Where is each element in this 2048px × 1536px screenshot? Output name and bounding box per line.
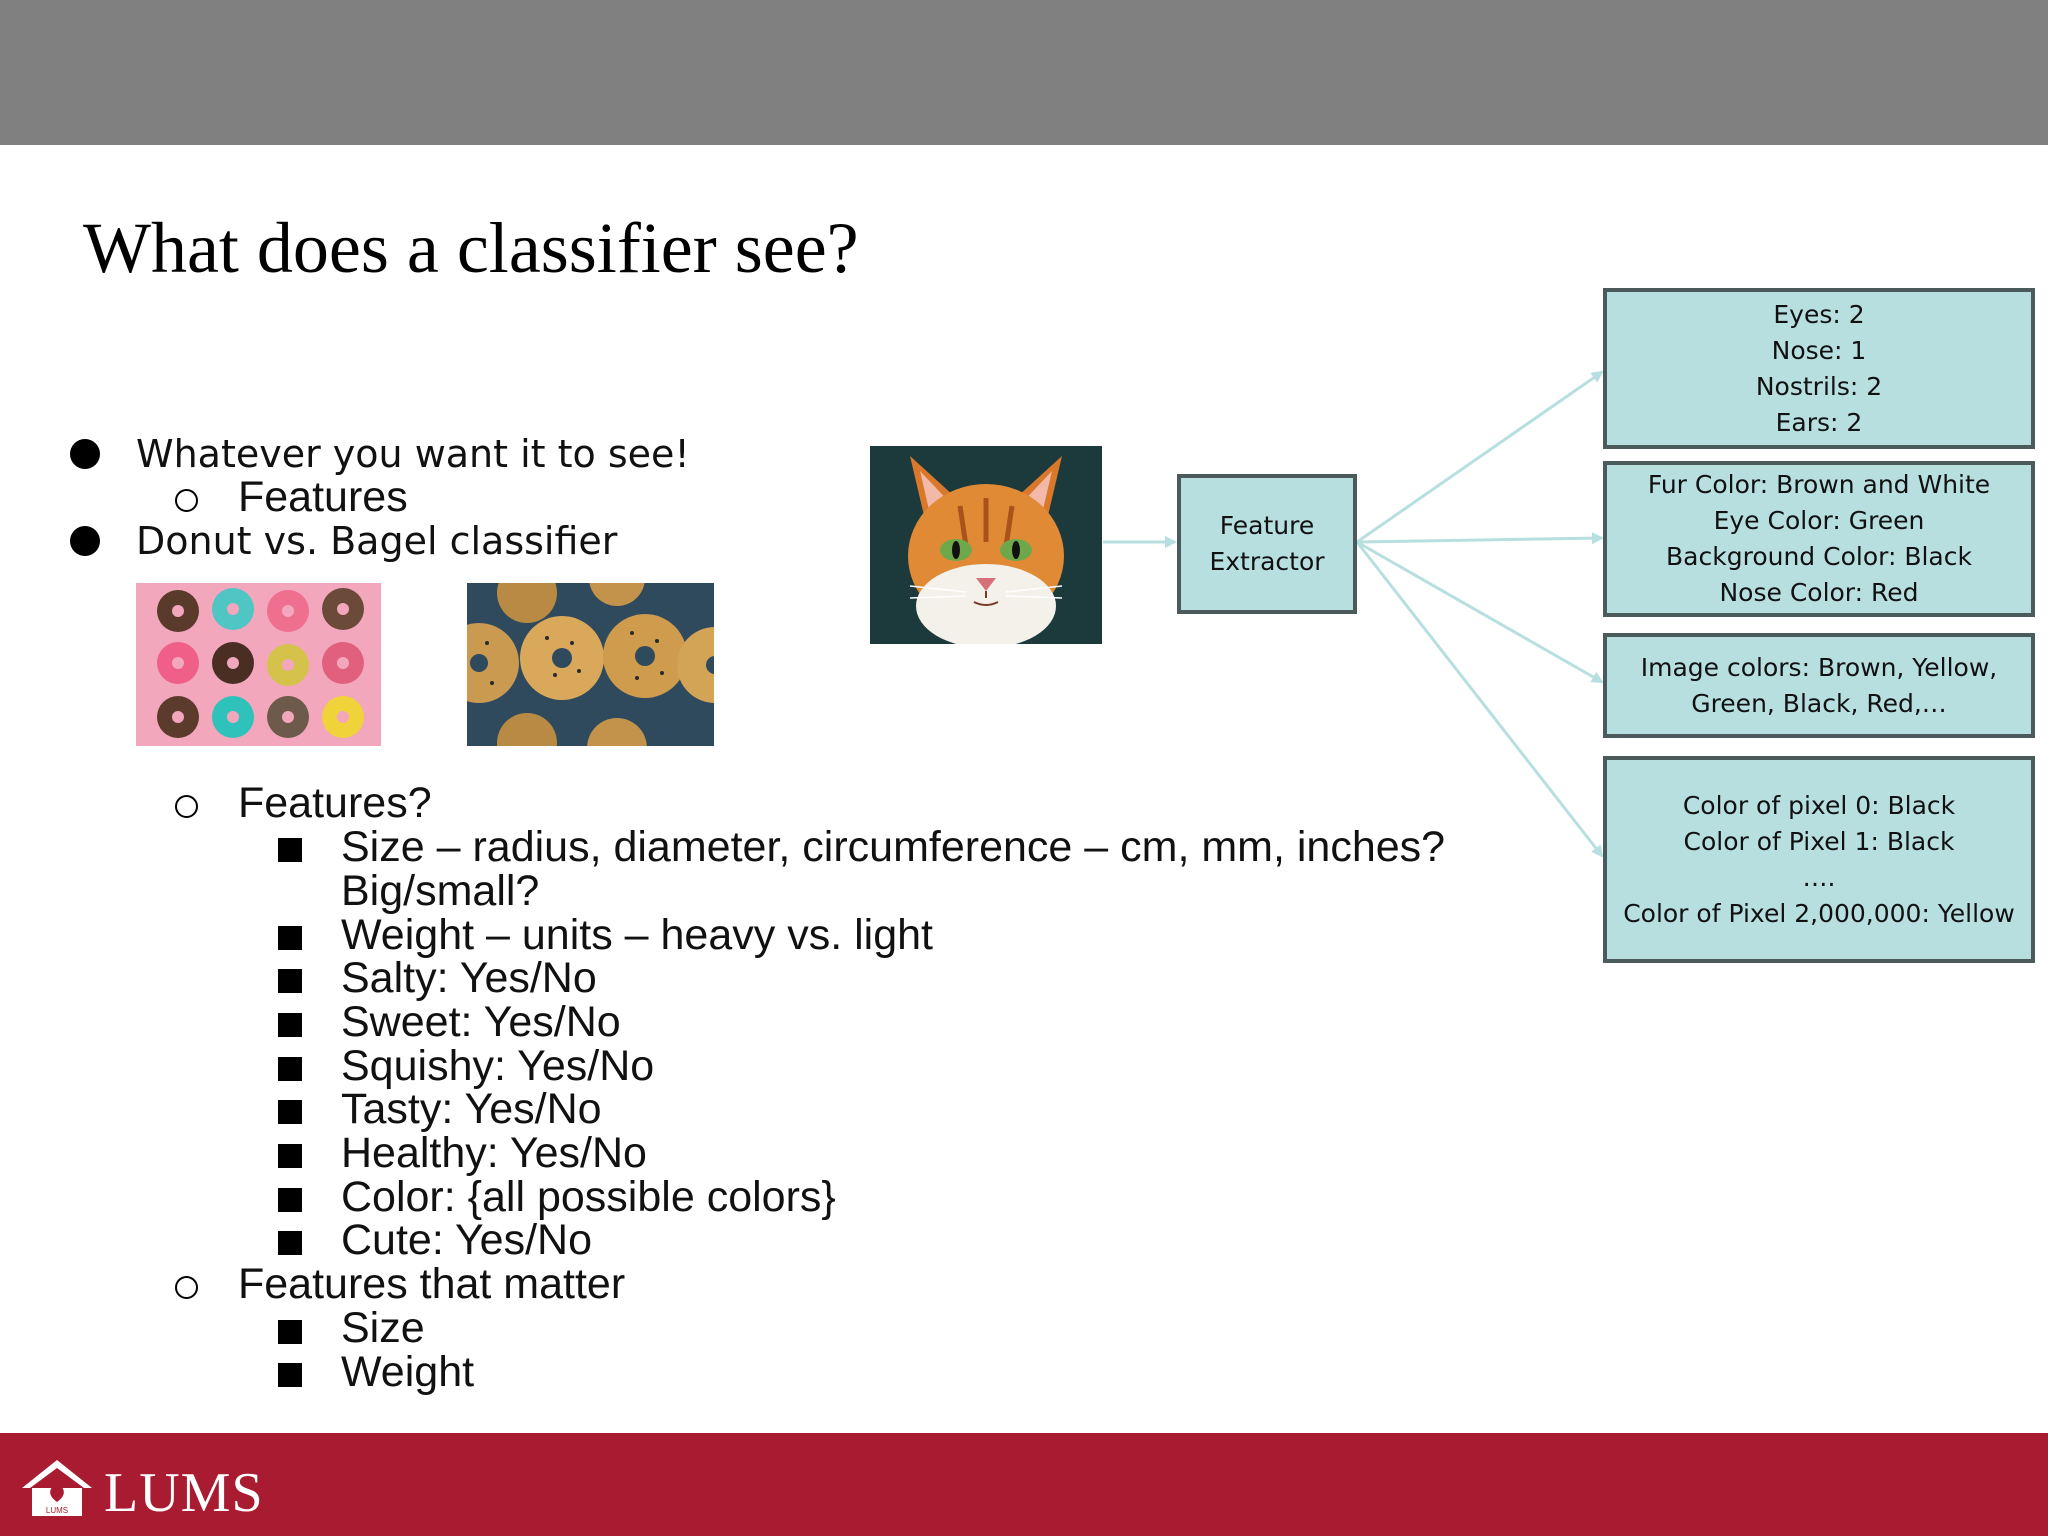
feature-item: Color: {all possible colors} bbox=[341, 1173, 836, 1221]
output-line: Nose Color: Red bbox=[1719, 578, 1919, 607]
slide-title: What does a classifier see? bbox=[83, 208, 859, 288]
feature-item: Sweet: Yes/No bbox=[341, 998, 621, 1046]
bullet-donut-vs-bagel: Donut vs. Bagel classifier bbox=[136, 519, 618, 563]
output-line: Eyes: 2 bbox=[1773, 299, 1865, 329]
bullet-dot bbox=[70, 526, 100, 556]
bullet-square bbox=[278, 838, 302, 862]
output-line: Eye Color: Green bbox=[1713, 506, 1925, 535]
svg-text:LUMS: LUMS bbox=[46, 1506, 68, 1515]
bullet-square bbox=[278, 1363, 302, 1387]
output-line: Image colors: Brown, Yellow, bbox=[1640, 652, 1998, 682]
output-line: Green, Black, Red,… bbox=[1691, 688, 1947, 718]
bullet-square bbox=[278, 926, 302, 950]
feature-item: Tasty: Yes/No bbox=[341, 1085, 602, 1133]
bullet-square bbox=[278, 1057, 302, 1081]
bullet-features-question: Features? bbox=[238, 779, 432, 827]
bullet-features-that-matter: Features that matter bbox=[238, 1260, 626, 1308]
output-line: …. bbox=[1802, 862, 1836, 892]
output-line: Color of pixel 0: Black bbox=[1682, 790, 1956, 820]
extractor-label-line: Extractor bbox=[1209, 547, 1325, 576]
output-line: Nose: 1 bbox=[1771, 335, 1867, 365]
output-line: Fur Color: Brown and White bbox=[1647, 470, 1991, 499]
bullet-whatever: Whatever you want it to see! bbox=[136, 432, 690, 476]
output-box-colors: Fur Color: Brown and White Eye Color: Gr… bbox=[1603, 461, 2035, 617]
bullet-square bbox=[278, 1231, 302, 1255]
output-box-image-colors: Image colors: Brown, Yellow, Green, Blac… bbox=[1603, 633, 2035, 738]
feature-item: Healthy: Yes/No bbox=[341, 1129, 647, 1177]
output-box-parts: Eyes: 2 Nose: 1 Nostrils: 2 Ears: 2 bbox=[1603, 288, 2035, 449]
lums-logo-text: LUMS bbox=[104, 1462, 264, 1524]
output-box-pixels: Color of pixel 0: Black Color of Pixel 1… bbox=[1603, 756, 2035, 963]
bullet-square bbox=[278, 969, 302, 993]
bullet-square bbox=[278, 1100, 302, 1124]
feature-item: Salty: Yes/No bbox=[341, 954, 597, 1002]
bullet-square bbox=[278, 1144, 302, 1168]
output-line: Color of Pixel 1: Black bbox=[1683, 826, 1955, 856]
bullet-circle bbox=[175, 795, 198, 818]
footer-bar bbox=[0, 1433, 2048, 1536]
extractor-label-line: Feature bbox=[1219, 511, 1315, 540]
feature-extractor-box: Feature Extractor bbox=[1177, 474, 1357, 614]
feature-item-continuation: Big/small? bbox=[341, 867, 540, 915]
feature-item: Squishy: Yes/No bbox=[341, 1042, 655, 1090]
donut-photo bbox=[136, 583, 381, 746]
bullet-square bbox=[278, 1013, 302, 1037]
cat-photo bbox=[870, 446, 1102, 644]
output-line: Color of Pixel 2,000,000: Yellow bbox=[1623, 898, 2015, 928]
output-line: Ears: 2 bbox=[1775, 407, 1863, 437]
bullet-features: Features bbox=[238, 473, 408, 521]
output-line: Background Color: Black bbox=[1666, 542, 1972, 571]
matter-item: Weight bbox=[341, 1348, 475, 1396]
bagel-photo bbox=[467, 583, 714, 746]
bullet-circle bbox=[175, 489, 198, 512]
lums-logo-icon: LUMS bbox=[20, 1458, 94, 1520]
bullet-square bbox=[278, 1320, 302, 1344]
matter-item: Size bbox=[341, 1304, 425, 1352]
bullet-circle bbox=[175, 1276, 198, 1299]
feature-item: Weight – units – heavy vs. light bbox=[341, 911, 933, 959]
feature-item: Size – radius, diameter, circumference –… bbox=[341, 823, 1446, 871]
feature-item: Cute: Yes/No bbox=[341, 1216, 593, 1264]
top-banner bbox=[0, 0, 2048, 145]
bullet-square bbox=[278, 1188, 302, 1212]
bullet-dot bbox=[70, 439, 100, 469]
output-line: Nostrils: 2 bbox=[1755, 371, 1883, 401]
